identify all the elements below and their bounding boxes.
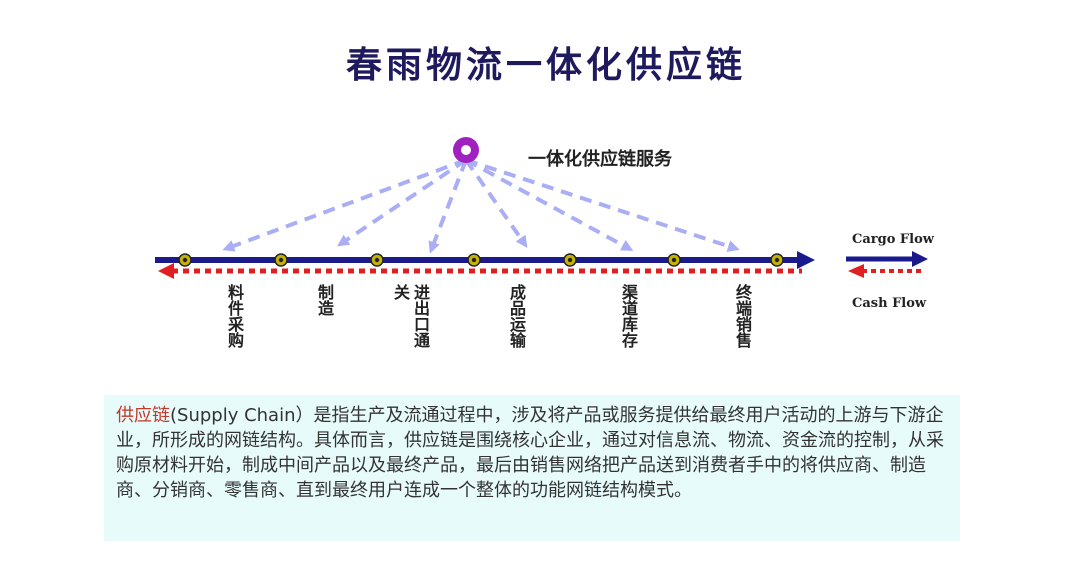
stage-node xyxy=(563,253,577,267)
legend-cash-label: Cash Flow xyxy=(852,296,927,311)
service-dashed-arrow xyxy=(222,158,467,252)
supply-chain-diagram xyxy=(155,137,928,279)
stage-node xyxy=(770,253,784,267)
stage-node xyxy=(178,253,192,267)
service-dashed-arrow xyxy=(465,158,634,251)
legend-cash-arrow xyxy=(848,264,924,278)
stage-node xyxy=(370,253,384,267)
service-dashed-arrow xyxy=(428,159,468,254)
stage-label-customs: 关 xyxy=(391,284,410,300)
service-dashed-arrow xyxy=(464,158,528,248)
description-box: 供应链(Supply Chain）是指生产及流通过程中，涉及将产品或服务提供给最… xyxy=(104,395,960,541)
cargo-flow-line xyxy=(155,251,815,269)
service-hub xyxy=(453,137,479,163)
description-body: (Supply Chain）是指生产及流通过程中，涉及将产品或服务提供给最终用户… xyxy=(116,405,944,501)
stage-label-channel-inventory: 渠道库存 xyxy=(619,284,638,348)
description-term: 供应链 xyxy=(116,405,170,426)
stage-node xyxy=(274,253,288,267)
service-label: 一体化供应链服务 xyxy=(528,149,672,170)
service-dashed-arrows xyxy=(222,158,740,254)
stage-nodes xyxy=(178,253,784,267)
service-dashed-arrow xyxy=(337,158,468,247)
stage-node xyxy=(467,253,481,267)
stage-label-transport: 成品运输 xyxy=(507,284,526,348)
legend-cargo-arrow xyxy=(846,251,928,267)
legend-cargo-label: Cargo Flow xyxy=(852,232,934,247)
stage-label-procurement: 料件采购 xyxy=(225,284,244,348)
stage-label-import-export: 进出口通 xyxy=(411,284,430,348)
service-dashed-arrow xyxy=(465,158,740,252)
stage-node xyxy=(667,253,681,267)
stage-label-retail: 终端销售 xyxy=(733,284,752,348)
page-title: 春雨物流一体化供应链 xyxy=(345,44,746,86)
stage-label-manufacturing: 制造 xyxy=(315,284,334,316)
cash-flow-line xyxy=(158,263,802,279)
